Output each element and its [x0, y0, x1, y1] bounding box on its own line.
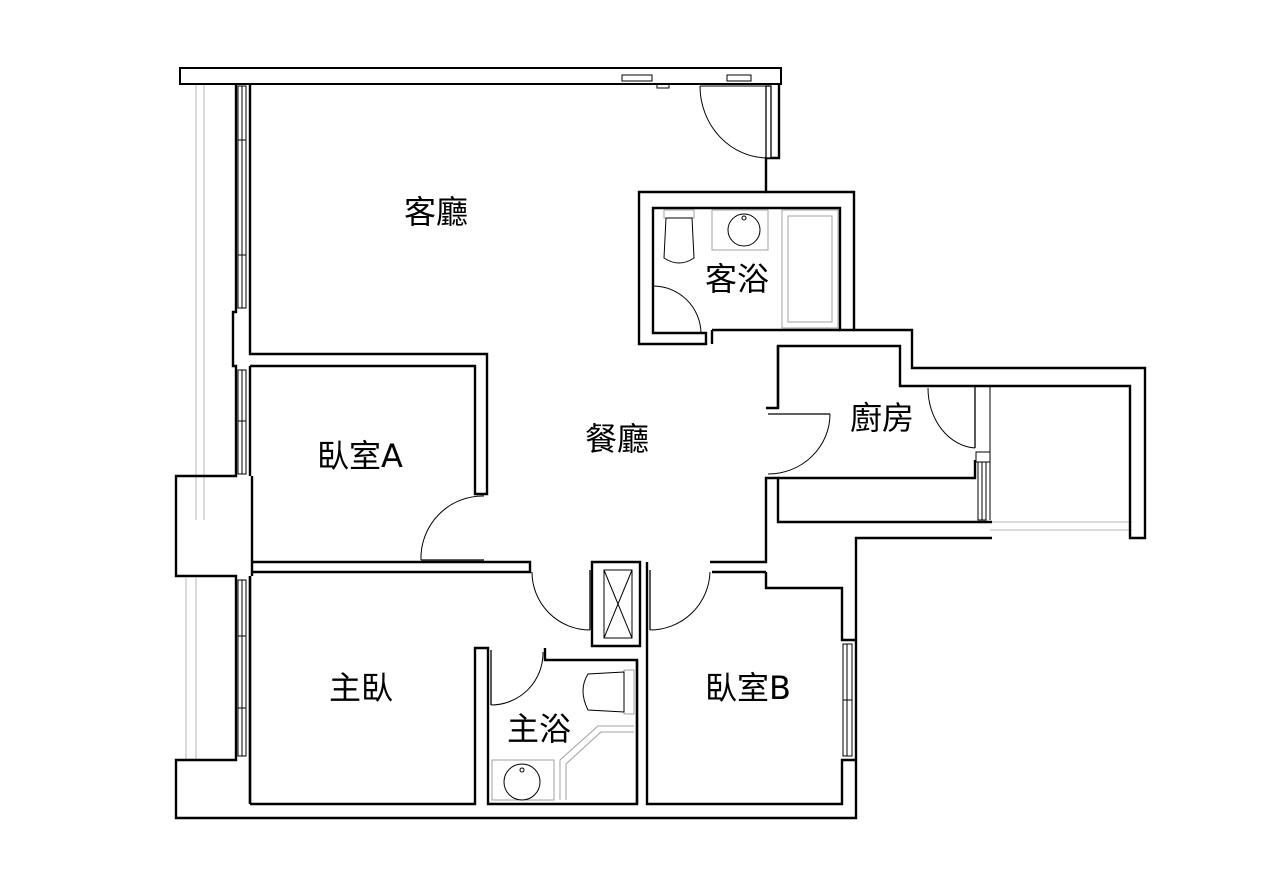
- vent-mark-left: [621, 74, 653, 82]
- master-shower: [559, 725, 634, 800]
- door-master-bath: [490, 650, 544, 706]
- balcony-railings: [185, 84, 1132, 760]
- kitchen-walls: [776, 346, 977, 480]
- room-label-master-bath: 主浴: [507, 710, 571, 748]
- roof-slab: [179, 67, 782, 85]
- window-icon: [237, 85, 247, 309]
- guest-bath-walls: [637, 190, 854, 346]
- room-label-kitchen: 廚房: [850, 399, 914, 437]
- master-sink-icon: [491, 759, 555, 801]
- vent-mark-right: [726, 74, 752, 82]
- room-label-master-bedroom: 主臥: [329, 669, 393, 707]
- sink-icon: [711, 209, 769, 251]
- exterior-wall: [174, 84, 992, 820]
- door-kitchen-left: [767, 413, 831, 475]
- bedroom-a-walls: [248, 366, 532, 576]
- room-label-bedroom-b: 臥室B: [705, 669, 791, 707]
- window-bedroom-b: [842, 643, 853, 757]
- door-guest-bath: [652, 285, 702, 334]
- door-kitchen-balcony: [927, 385, 990, 449]
- door-bedroom-b: [649, 570, 711, 631]
- door-bedroom-a: [420, 495, 485, 561]
- room-label-dining-room: 餐廳: [585, 420, 649, 458]
- master-bedroom-walls: [248, 576, 639, 806]
- toilet-icon: [663, 209, 695, 264]
- window-bedroom-a: [237, 369, 247, 475]
- east-wall: [764, 84, 1147, 540]
- duct-walls: [590, 560, 642, 648]
- vent-mark-small: [656, 83, 670, 89]
- room-label-bedroom-a: 臥室A: [317, 437, 403, 475]
- bathtub-icon: [781, 209, 839, 329]
- door-swing-icon: [699, 85, 772, 159]
- bedroom-a-north-wall: [248, 84, 489, 496]
- window-kitchen: [975, 451, 991, 521]
- master-toilet-icon: [582, 669, 635, 715]
- window-master-bedroom: [237, 579, 247, 757]
- bedroom-b-walls: [645, 476, 992, 806]
- room-label-guest-bath: 客浴: [705, 260, 769, 298]
- door-master-bedroom: [531, 570, 591, 631]
- room-label-living-room: 客廳: [404, 193, 468, 231]
